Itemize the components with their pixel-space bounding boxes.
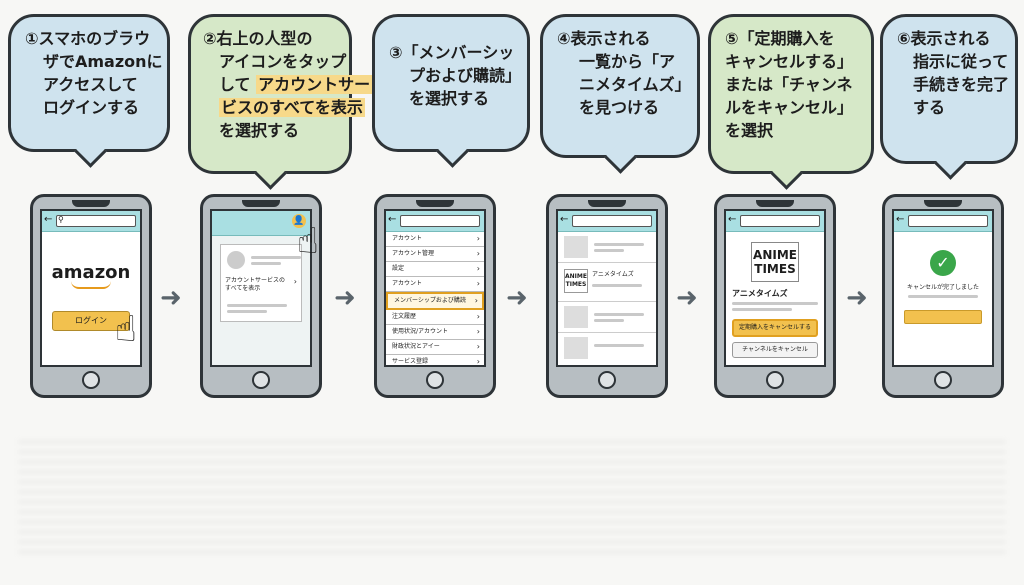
back-icon[interactable]: ← bbox=[44, 214, 53, 225]
screen-complete: ← ✓ キャンセルが完了しました bbox=[892, 209, 994, 367]
step1-line4: ログインする bbox=[43, 98, 140, 117]
step2-line2: アイコンをタップ bbox=[219, 52, 347, 71]
step5-line3: または「チャンネ bbox=[725, 75, 853, 94]
step2-bubble: ②右上の人型の アイコンをタップ して アカウントサー ビスのすべてを表示 を選… bbox=[188, 14, 373, 190]
step2-line1: ②右上の人型の bbox=[203, 29, 313, 48]
person-icon[interactable]: 👤 bbox=[292, 214, 306, 228]
back-icon[interactable]: ← bbox=[896, 214, 905, 225]
step5-line2: キャンセルする」 bbox=[725, 52, 854, 71]
step2-highlight1: アカウントサー bbox=[256, 75, 373, 94]
step4-line2: 一覧から「ア bbox=[579, 52, 676, 71]
avatar bbox=[227, 251, 245, 269]
step5-line1: ⑤「定期購入を bbox=[725, 29, 835, 48]
step3-line2: プおよび購読」 bbox=[409, 66, 522, 85]
cancel-channel-button[interactable]: チャンネルをキャンセル bbox=[732, 342, 818, 358]
chevron-right-icon: › bbox=[293, 277, 297, 286]
browser-bar: ←⚲ bbox=[42, 211, 140, 232]
phone-2: 👤 アカウントサービスの すべてを表示 › ☝ bbox=[200, 194, 322, 398]
phone-1: ←⚲ amazon ログイン ☝ bbox=[30, 194, 152, 398]
list-item[interactable] bbox=[558, 302, 656, 333]
list-item[interactable] bbox=[558, 333, 656, 363]
screen-menu: ← アカウント› アカウント管理› 設定› アカウント› メンバーシップおよび購… bbox=[384, 209, 486, 367]
step6-bubble: ⑥表示される 指示に従って 手続きを完了 する bbox=[880, 14, 1018, 180]
phone-6: ← ✓ キャンセルが完了しました bbox=[882, 194, 1004, 398]
menu-item[interactable]: アカウント管理› bbox=[386, 247, 484, 262]
menu-item[interactable]: アカウント› bbox=[386, 277, 484, 292]
step1-bubble: ①スマホのブラウ ザでAmazonに アクセスして ログインする bbox=[8, 14, 170, 168]
tap-hand-icon: ☝ bbox=[297, 221, 319, 262]
amazon-smile-icon bbox=[71, 281, 111, 289]
done-button[interactable] bbox=[904, 310, 982, 324]
menu-item[interactable]: 注文履歴› bbox=[386, 310, 484, 325]
step4-line3: ニメタイムズ」 bbox=[579, 75, 691, 94]
step1-line2: ザでAmazonに bbox=[43, 52, 163, 71]
step2-line6: を選択する bbox=[219, 121, 300, 140]
step4-line1: ④表示される bbox=[557, 29, 651, 48]
step3-bubble: ③「メンバーシッ プおよび購読」 を選択する bbox=[372, 14, 530, 168]
account-services-link[interactable]: アカウントサービスの すべてを表示 bbox=[225, 277, 286, 292]
menu-item[interactable]: 財政状況とアイー› bbox=[386, 340, 484, 355]
phone-3: ← アカウント› アカウント管理› 設定› アカウント› メンバーシップおよび購… bbox=[374, 194, 496, 398]
menu-item[interactable]: アカウント› bbox=[386, 232, 484, 247]
step3-line1: ③「メンバーシッ bbox=[389, 43, 515, 62]
step1-line3: アクセスして bbox=[43, 75, 138, 94]
menu-item[interactable]: 使用状況/アカウント› bbox=[386, 325, 484, 340]
step5-bubble: ⑤「定期購入を キャンセルする」 または「チャンネ ルをキャンセル」 を選択 bbox=[708, 14, 874, 190]
arrow-icon: ➜ bbox=[160, 283, 182, 313]
step6-line2: 指示に従って bbox=[913, 52, 1009, 71]
url-field[interactable] bbox=[56, 215, 136, 227]
step6-line1: ⑥表示される bbox=[897, 29, 991, 48]
completion-message: キャンセルが完了しました bbox=[906, 284, 979, 291]
tap-hand-icon: ☝ bbox=[115, 309, 137, 350]
screen-login: ←⚲ amazon ログイン bbox=[40, 209, 142, 367]
step5-line4: ルをキャンセル」 bbox=[725, 98, 854, 117]
cancel-subscription-button[interactable]: 定期購入をキャンセルする bbox=[732, 319, 818, 337]
step2-line3: して bbox=[219, 75, 251, 94]
step4-line4: を見つける bbox=[579, 98, 660, 117]
step2-highlight2: ビスのすべてを表示 bbox=[219, 98, 365, 117]
back-icon[interactable]: ← bbox=[388, 214, 397, 225]
step3-line3: を選択する bbox=[409, 89, 490, 108]
menu-item[interactable]: サービス登録› bbox=[386, 355, 484, 365]
blurred-footer bbox=[18, 440, 1006, 560]
account-panel: アカウントサービスの すべてを表示 › bbox=[220, 244, 302, 322]
menu-item[interactable]: 設定› bbox=[386, 262, 484, 277]
arrow-icon: ➜ bbox=[506, 283, 528, 313]
arrow-icon: ➜ bbox=[334, 283, 356, 313]
back-icon[interactable]: ← bbox=[560, 214, 569, 225]
step1-line1: ①スマホのブラウ bbox=[25, 29, 151, 48]
step6-line4: する bbox=[913, 98, 946, 117]
back-icon[interactable]: ← bbox=[728, 214, 737, 225]
amazon-logo: amazon bbox=[51, 262, 131, 283]
check-icon: ✓ bbox=[930, 250, 956, 276]
menu-item-memberships[interactable]: メンバーシップおよび購読› bbox=[386, 292, 484, 310]
step4-bubble: ④表示される 一覧から「ア ニメタイムズ」 を見つける bbox=[540, 14, 700, 174]
arrow-icon: ➜ bbox=[676, 283, 698, 313]
search-icon: ⚲ bbox=[58, 215, 64, 224]
channel-title: アニメタイムズ bbox=[732, 289, 788, 298]
login-button[interactable]: ログイン bbox=[52, 311, 130, 331]
anime-times-label: アニメタイムズ bbox=[592, 271, 634, 278]
arrow-icon: ➜ bbox=[846, 283, 868, 313]
list-item[interactable] bbox=[558, 232, 656, 263]
screen-account: 👤 アカウントサービスの すべてを表示 › bbox=[210, 209, 312, 367]
step5-line5: を選択 bbox=[725, 121, 774, 140]
step6-line3: 手続きを完了 bbox=[913, 75, 1010, 94]
